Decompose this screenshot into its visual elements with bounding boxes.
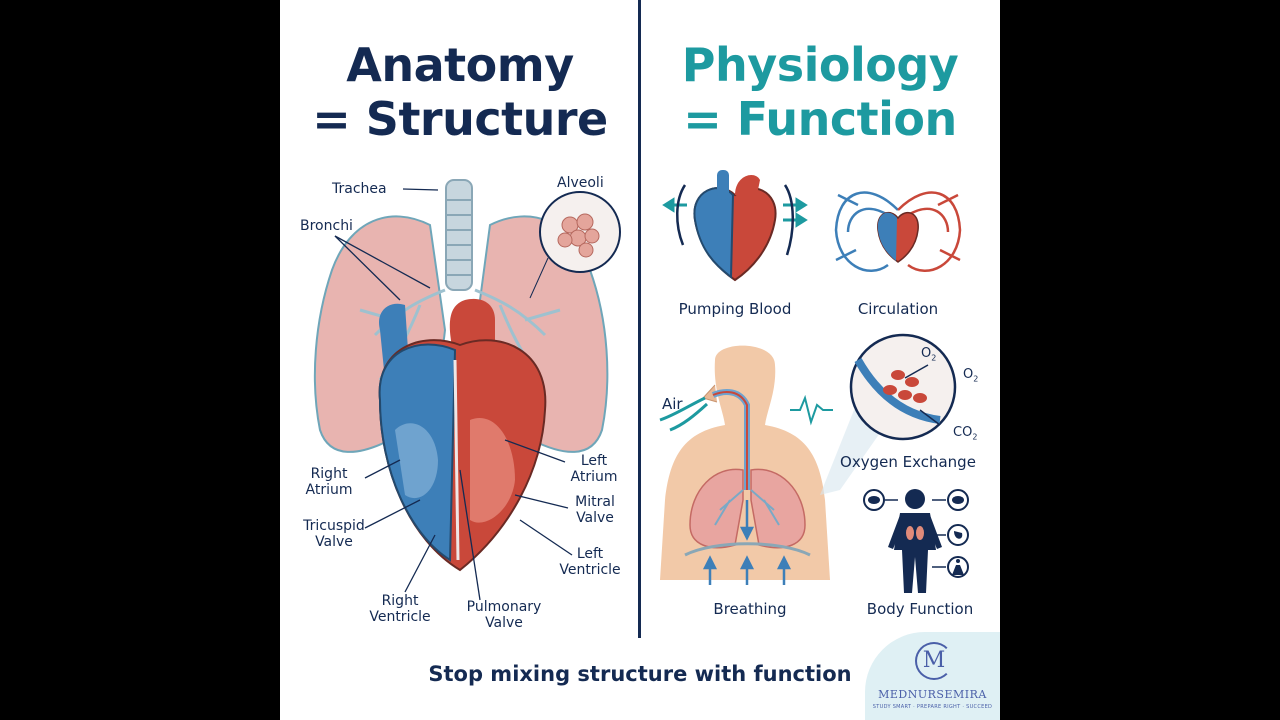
- label-tricuspid-valve-line2: Valve: [315, 534, 353, 550]
- label-right-atrium-line1: Right: [310, 466, 348, 482]
- circulation-illustration: [834, 191, 962, 272]
- label-right-atrium: Right Atrium: [300, 466, 358, 498]
- label-right-ventricle-line2: Ventricle: [369, 609, 431, 625]
- label-breathing: Breathing: [713, 600, 787, 618]
- label-left-atrium-line1: Left: [580, 453, 608, 469]
- label-circulation: Circulation: [857, 300, 939, 318]
- anatomy-leader-lines: [334, 188, 573, 601]
- label-pulmonary-valve-line2: Valve: [485, 615, 523, 631]
- label-bronchi: Bronchi: [300, 218, 353, 234]
- physiology-title-line2: = Function: [683, 92, 957, 146]
- physiology-title: Physiology = Function: [640, 38, 1000, 146]
- label-oxygen-exchange: Oxygen Exchange: [840, 453, 976, 471]
- label-o2-top: O2: [921, 346, 936, 367]
- anatomy-title-line1: Anatomy: [346, 38, 574, 92]
- alveoli-cluster: [557, 213, 600, 258]
- o2-top-subscript: 2: [931, 353, 937, 363]
- brand-tagline: STUDY SMART · PREPARE RIGHT · SUCCEED: [872, 704, 993, 710]
- pumping-arrows: [662, 197, 808, 228]
- infographic: Anatomy = Structure Physiology = Functio…: [280, 0, 1000, 720]
- brand-logo-icon: M: [915, 642, 953, 680]
- o2-right-subscript: 2: [973, 374, 979, 384]
- brand-name: MEDNURSEMIRA: [878, 688, 987, 701]
- anatomy-title-line2: = Structure: [312, 92, 608, 146]
- air-inflow-arrows: [659, 396, 709, 432]
- label-left-ventricle: Left Ventricle: [550, 546, 630, 578]
- heart-lungs-illustration: [313, 179, 621, 601]
- brand-logo-area: M MEDNURSEMIRA STUDY SMART · PREPARE RIG…: [865, 632, 1000, 720]
- label-mitral-valve-line2: Valve: [576, 510, 614, 526]
- label-right-atrium-line2: Atrium: [305, 482, 353, 498]
- breathing-arrows: [702, 500, 792, 585]
- o2-top-letter: O: [921, 346, 932, 361]
- label-left-atrium: Left Atrium: [550, 453, 638, 485]
- label-pulmonary-valve: Pulmonary Valve: [458, 599, 550, 631]
- label-left-ventricle-line1: Left: [576, 546, 604, 562]
- label-pulmonary-valve-line1: Pulmonary: [466, 599, 542, 615]
- pumping-heart-illustration: [662, 170, 808, 282]
- breathing-torso-illustration: [659, 345, 833, 585]
- breathing-lungs-shape: [689, 468, 806, 549]
- label-o2-right: O2: [963, 367, 978, 388]
- o2-right-letter: O: [963, 367, 974, 382]
- label-left-atrium-line2: Atrium: [570, 469, 618, 485]
- trachea-shape: [445, 179, 473, 291]
- label-left-ventricle-line2: Ventricle: [559, 562, 621, 578]
- rotation-arrows: [676, 184, 795, 256]
- body-silhouette: [888, 489, 942, 593]
- circulation-loops: [834, 191, 962, 272]
- label-right-ventricle: Right Ventricle: [360, 593, 440, 625]
- red-blood-cells: [883, 370, 927, 403]
- label-air: Air: [662, 395, 683, 413]
- label-pumping-blood: Pumping Blood: [678, 300, 792, 318]
- label-trachea: Trachea: [332, 181, 387, 197]
- anatomy-title: Anatomy = Structure: [280, 38, 640, 146]
- center-divider: [638, 0, 641, 638]
- oxygen-exchange-illustration: [820, 333, 957, 495]
- label-mitral-valve: Mitral Valve: [556, 494, 634, 526]
- label-body-function: Body Function: [866, 600, 974, 618]
- label-mitral-valve-line1: Mitral: [575, 494, 615, 510]
- label-right-ventricle-line1: Right: [381, 593, 419, 609]
- pulse-line: [790, 394, 833, 426]
- label-tricuspid-valve: Tricuspid Valve: [294, 518, 374, 550]
- body-function-illustration: [863, 489, 969, 593]
- label-tricuspid-valve-line1: Tricuspid: [303, 518, 365, 534]
- footer-caption: Stop mixing structure with function: [428, 662, 852, 686]
- co2-subscript: 2: [972, 432, 978, 442]
- label-co2: CO2: [953, 425, 977, 446]
- label-alveoli: Alveoli: [557, 175, 604, 191]
- co2-letters: CO: [953, 425, 973, 440]
- physiology-title-line1: Physiology: [681, 38, 959, 92]
